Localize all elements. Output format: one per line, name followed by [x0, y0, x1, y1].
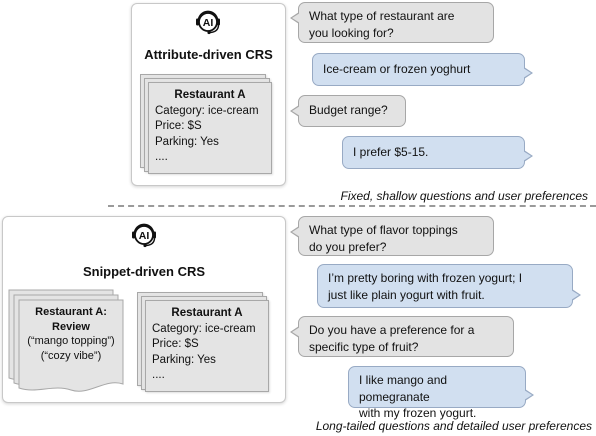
system-bubble: Do you have a preference for a specific … [290, 316, 514, 357]
bubble-line: I like mango and pomegranate [359, 373, 448, 404]
review-snippet-text: (“cozy vibe”) [40, 349, 102, 362]
card-attribute: Category: ice-cream [155, 104, 259, 117]
review-snippet: Restaurant A: Review (“mango topping”) (… [19, 305, 123, 363]
card-title: Restaurant A [171, 307, 243, 319]
bubble-line: What type of flavor toppings [309, 223, 458, 237]
bubble-line: do you prefer? [309, 239, 387, 254]
card-attribute: Category: ice-cream [152, 322, 256, 335]
section-divider [108, 205, 596, 207]
ai-assistant-icon: AI [132, 223, 156, 248]
bubble-line: What type of restaurant are [309, 9, 455, 23]
bubble-line: Budget range? [309, 103, 388, 117]
review-snippet-stack [8, 289, 124, 392]
card-attribute: Parking: Yes [152, 353, 216, 366]
bubble-line: I’m pretty boring with frozen yogurt; I [328, 271, 523, 285]
restaurant-card: Restaurant A Category: ice-cream Price: … [145, 300, 269, 392]
ai-icon-label: AI [139, 230, 150, 242]
restaurant-card: Restaurant A Category: ice-cream Price: … [148, 82, 272, 174]
panel-title: Snippet-driven CRS [82, 264, 206, 279]
bubble-line: with my frozen yogurt. [359, 406, 477, 420]
bubble-line: specific type of fruit? [309, 339, 419, 354]
bubble-line: I prefer $5-15. [353, 145, 429, 159]
review-title: Review [52, 320, 90, 333]
bubble-line: just like plain yogurt with fruit. [328, 287, 485, 302]
snippet-crs-panel: AI Snippet-driven CRS Restaurant A: Revi… [2, 216, 286, 403]
card-attribute: Price: $S [152, 338, 199, 350]
user-bubble: I’m pretty boring with frozen yogurt; I … [317, 264, 581, 308]
panel-title: Attribute-driven CRS [144, 47, 273, 62]
attribute-crs-panel: AI Attribute-driven CRS Restaurant A Cat… [131, 3, 286, 186]
review-title: Restaurant A: [35, 306, 107, 318]
system-bubble: What type of flavor toppings do you pref… [290, 216, 494, 256]
card-attribute: .... [155, 151, 168, 163]
review-snippet-text: (“mango topping”) [27, 335, 115, 347]
bottom-caption: Long-tailed questions and detailed user … [315, 419, 592, 433]
card-title: Restaurant A [174, 89, 246, 101]
system-bubble: Budget range? [290, 95, 406, 127]
bubble-line: Ice-cream or frozen yoghurt [323, 62, 471, 76]
top-caption: Fixed, shallow questions and user prefer… [340, 189, 588, 203]
user-bubble: I like mango and pomegranate with my fro… [348, 366, 534, 420]
card-attribute: .... [152, 369, 165, 381]
bubble-line: you looking for? [309, 25, 394, 40]
user-bubble: Ice-cream or frozen yoghurt [312, 53, 533, 86]
user-bubble: I prefer $5-15. [342, 136, 533, 169]
bubble-line: Do you have a preference for a [309, 323, 475, 337]
card-attribute: Price: $S [155, 120, 202, 132]
card-attribute: Parking: Yes [155, 135, 219, 148]
system-bubble: What type of restaurant are you looking … [290, 2, 494, 43]
ai-assistant-icon: AI [196, 10, 220, 35]
ai-icon-label: AI [203, 17, 214, 29]
